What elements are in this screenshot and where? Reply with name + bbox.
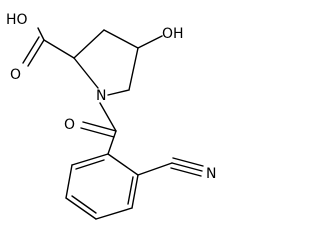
bond-c4-oh — [137, 35, 163, 49]
bond-ar-inner-1 — [75, 159, 105, 170]
bond-camide-o-b — [80, 127, 115, 138]
bond-ar1-ar2 — [71, 153, 109, 166]
bond-n-c2 — [73, 57, 99, 89]
bond-ar2-ar3 — [65, 164, 73, 199]
bond-ccooh-o-double-a — [27, 39, 45, 67]
bond-ar6-ar1 — [107, 153, 139, 176]
bond-cn-b — [172, 157, 204, 167]
pyrrolidine-ring — [73, 29, 139, 96]
bond-cn-a — [171, 162, 203, 172]
bond-ar-inner-3 — [127, 176, 134, 205]
carboxyl-group — [22, 27, 75, 67]
bond-c2-c3 — [73, 29, 105, 59]
bond-n-camide — [99, 102, 117, 132]
label-cooh-oh: HO — [6, 12, 28, 28]
benzene-ring — [65, 153, 139, 220]
bond-ar3-ar4 — [65, 197, 97, 220]
bond-cn-c — [170, 167, 202, 177]
label-nitrile-n: N — [206, 166, 216, 182]
label-hydroxyl: OH — [162, 26, 184, 42]
bond-ar-ccn — [137, 162, 173, 176]
bond-camide-o-a — [82, 121, 117, 132]
bond-ccooh-o-double-b — [22, 36, 40, 64]
bond-c3-c4 — [103, 29, 139, 49]
bond-c4-c5 — [128, 47, 139, 91]
bond-ar-inner-2 — [71, 195, 97, 214]
molecule-canvas: HO O OH N O N — [6, 12, 216, 220]
label-ring-nitrogen: N — [96, 88, 106, 104]
bond-c2-ccooh — [43, 39, 75, 59]
nitrile-group — [137, 157, 204, 177]
label-cooh-o: O — [10, 67, 21, 83]
bond-ar4-ar5 — [95, 207, 133, 220]
bond-camide-ring — [107, 130, 117, 155]
amide-group — [80, 102, 117, 155]
bond-ccooh-oh — [37, 27, 45, 41]
bond-ar5-ar6 — [131, 174, 139, 209]
label-amide-o: O — [64, 117, 75, 133]
bond-c5-n — [107, 89, 130, 96]
molecule-structure: HO O OH N O N — [6, 12, 216, 220]
